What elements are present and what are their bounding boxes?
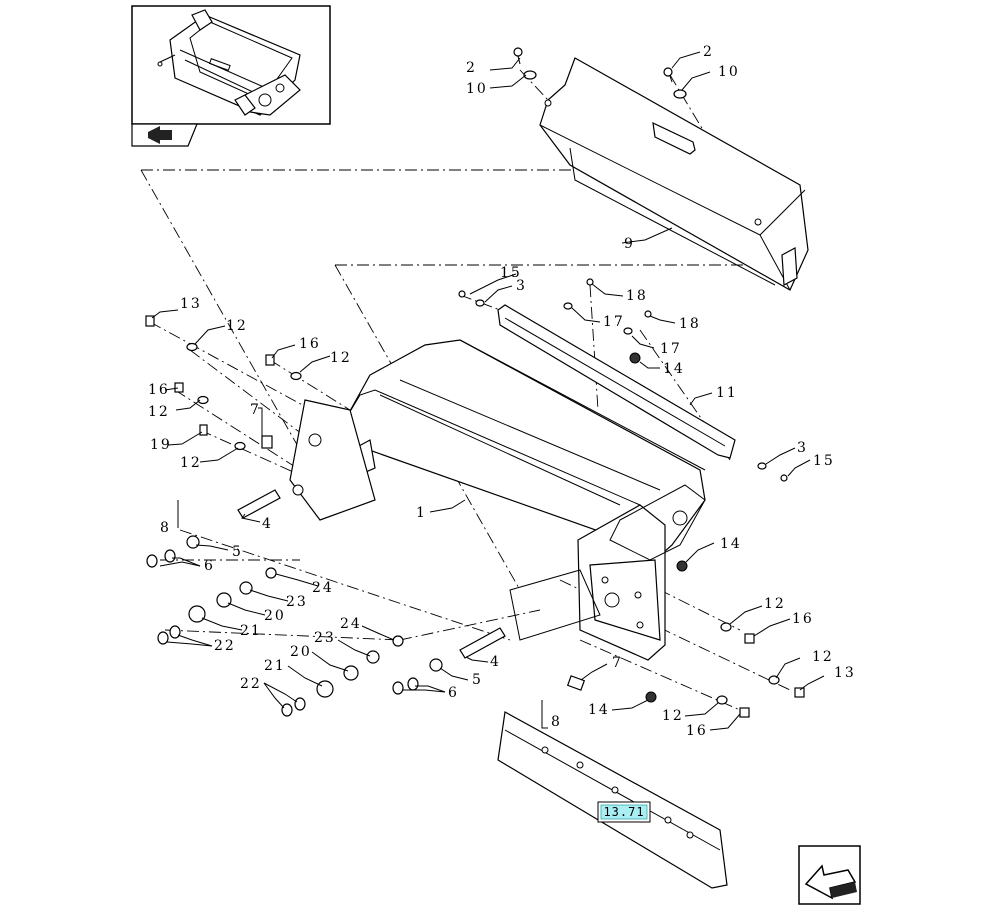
reference-label: 13.71: [603, 805, 644, 819]
assembly-thumbnail-icon: [157, 9, 301, 116]
callout-22-right: 22: [240, 676, 262, 692]
hardware: [145, 47, 805, 718]
callout-15-top: 15: [500, 265, 522, 281]
next-page-arrow-icon: [804, 864, 857, 900]
callout-21-left: 21: [240, 623, 262, 639]
callout-9: 9: [624, 236, 635, 252]
callout-11: 11: [716, 385, 738, 401]
return-arrow-icon[interactable]: [148, 126, 172, 144]
callout-10-right: 10: [718, 64, 740, 80]
callout-2-right: 2: [703, 44, 714, 60]
callout-22-left: 22: [214, 638, 236, 654]
callout-12-c: 12: [148, 404, 170, 420]
callout-16-c: 16: [792, 611, 814, 627]
callout-24-left: 24: [312, 580, 334, 596]
callout-10-left: 10: [466, 81, 488, 97]
callout-6-left: 6: [204, 558, 215, 574]
callout-18-b: 18: [679, 316, 701, 332]
callout-17-b: 17: [660, 341, 682, 357]
callout-16-a: 16: [299, 336, 321, 352]
next-page-button[interactable]: [798, 845, 861, 905]
callout-18-a: 18: [626, 288, 648, 304]
callout-16-b: 16: [148, 382, 170, 398]
callout-3-right: 3: [797, 440, 808, 456]
callout-23-left: 23: [286, 594, 308, 610]
callout-19: 19: [150, 437, 172, 453]
lower-plate: [497, 711, 728, 889]
rail-part-11: [497, 304, 736, 459]
callout-12-f: 12: [812, 649, 834, 665]
callout-7-right: 7: [612, 655, 623, 671]
callout-4-left: 4: [262, 516, 273, 532]
callout-12-g: 12: [662, 708, 684, 724]
callout-14-mid: 14: [720, 536, 742, 552]
callout-14-bottom: 14: [588, 702, 610, 718]
callout-12-b: 12: [330, 350, 352, 366]
callout-1: 1: [416, 505, 427, 521]
overview-thumbnail[interactable]: [131, 5, 331, 147]
callout-12-e: 12: [764, 596, 786, 612]
callout-13-right: 13: [834, 665, 856, 681]
callout-16-d: 16: [686, 723, 708, 739]
callout-7-left: 7: [250, 402, 261, 418]
callout-5-right: 5: [472, 672, 483, 688]
callout-12-d: 12: [180, 455, 202, 471]
callout-labels: 2 10 2 10 9 13 12 16 12 16 12 7 19 12 15…: [148, 44, 856, 739]
callout-21-right: 21: [264, 658, 286, 674]
callout-12-a: 12: [226, 318, 248, 334]
cover-part-9: [539, 57, 809, 291]
callout-8-right: 8: [551, 714, 562, 730]
leader-lines: [151, 51, 825, 731]
callout-14-top: 14: [663, 361, 685, 377]
callout-17-a: 17: [603, 314, 625, 330]
callout-20-left: 20: [264, 608, 286, 624]
callout-8-left: 8: [160, 520, 171, 536]
callout-2-left: 2: [466, 60, 477, 76]
callout-23-right: 23: [314, 630, 336, 646]
callout-6-right: 6: [448, 685, 459, 701]
callout-15-right: 15: [813, 453, 835, 469]
reference-link-13-71[interactable]: 13.71: [597, 801, 651, 823]
callout-5-left: 5: [232, 544, 243, 560]
callout-3-top: 3: [516, 278, 527, 294]
callout-24-right: 24: [340, 616, 362, 632]
callout-4-right: 4: [490, 654, 501, 670]
frame-part-1: [289, 339, 706, 661]
callout-20-right: 20: [290, 644, 312, 660]
callout-13-left: 13: [180, 296, 202, 312]
